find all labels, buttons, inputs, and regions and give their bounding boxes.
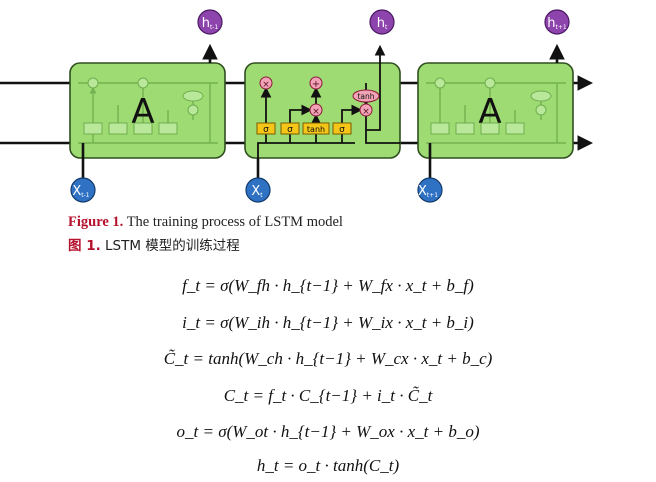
cell-label-right: A — [478, 92, 501, 132]
svg-text:Xt-1: Xt-1 — [72, 184, 89, 199]
input-gate: σ — [280, 122, 300, 135]
input-node-x-t-minus-1: Xt-1 — [70, 177, 96, 203]
multiply-op-forget: × — [259, 76, 273, 90]
svg-text:Xt: Xt — [251, 184, 263, 199]
figure-caption-english: Figure 1. The training process of LSTM m… — [68, 214, 343, 231]
output-gate: σ — [332, 122, 352, 135]
lstm-cell-middle: × + × × tanh σ σ tanh — [244, 44, 401, 159]
equation-cell-state: C_t = f_t · C_{t−1} + i_t · C̃_t — [223, 386, 433, 405]
equation-output-gate: o_t = σ(W_ot · h_{t−1} + W_ox · x_t + b_… — [176, 422, 480, 441]
svg-text:ht+1: ht+1 — [547, 16, 567, 31]
tanh-op: tanh — [352, 89, 380, 103]
figure-caption-text: The training process of LSTM model — [126, 214, 343, 230]
input-node-x-t: Xt — [245, 177, 271, 203]
multiply-op-input: × — [309, 103, 323, 117]
svg-text:×: × — [312, 107, 320, 117]
figure-caption-chinese: 图 1. LSTM 模型的训练过程 — [68, 234, 240, 254]
svg-text:tanh: tanh — [307, 125, 325, 134]
lstm-cell-right: A — [417, 43, 574, 159]
cell-label-left: A — [131, 92, 154, 132]
svg-text:σ: σ — [339, 125, 345, 135]
multiply-op-output: × — [359, 103, 373, 117]
svg-text:+: + — [312, 79, 320, 90]
figure-label-zh: 图 1. — [68, 238, 101, 254]
input-node-x-t-plus-1: Xt+1 — [417, 177, 443, 203]
equation-forget-gate: f_t = σ(W_fh · h_{t−1} + W_fx · x_t + b_… — [182, 276, 474, 295]
svg-text:ht-1: ht-1 — [202, 16, 219, 31]
svg-text:σ: σ — [263, 125, 269, 135]
equation-hidden-state: h_t = o_t · tanh(C_t) — [256, 456, 400, 475]
lstm-cell-left: A — [69, 43, 226, 159]
svg-text:×: × — [262, 80, 270, 90]
figure-caption-text-zh: LSTM 模型的训练过程 — [105, 238, 240, 254]
candidate-gate: tanh — [302, 122, 330, 135]
figure-label: Figure 1. — [68, 214, 124, 230]
output-node-h-t-plus-1: ht+1 — [544, 9, 570, 35]
plus-op: + — [309, 76, 323, 90]
svg-text:tanh: tanh — [357, 92, 374, 101]
output-node-h-t-minus-1: ht-1 — [197, 9, 223, 35]
equation-candidate-state: C̃_t = tanh(W_ch · h_{t−1} + W_cx · x_t … — [163, 349, 493, 368]
svg-text:×: × — [362, 107, 370, 117]
svg-text:σ: σ — [287, 125, 293, 135]
forget-gate: σ — [256, 122, 276, 135]
svg-text:Xt+1: Xt+1 — [418, 184, 438, 199]
output-node-h-t: ht — [369, 9, 395, 35]
equation-input-gate: i_t = σ(W_ih · h_{t−1} + W_ix · x_t + b_… — [182, 313, 474, 332]
lstm-diagram: A A — [0, 9, 594, 203]
svg-text:ht: ht — [377, 16, 388, 31]
